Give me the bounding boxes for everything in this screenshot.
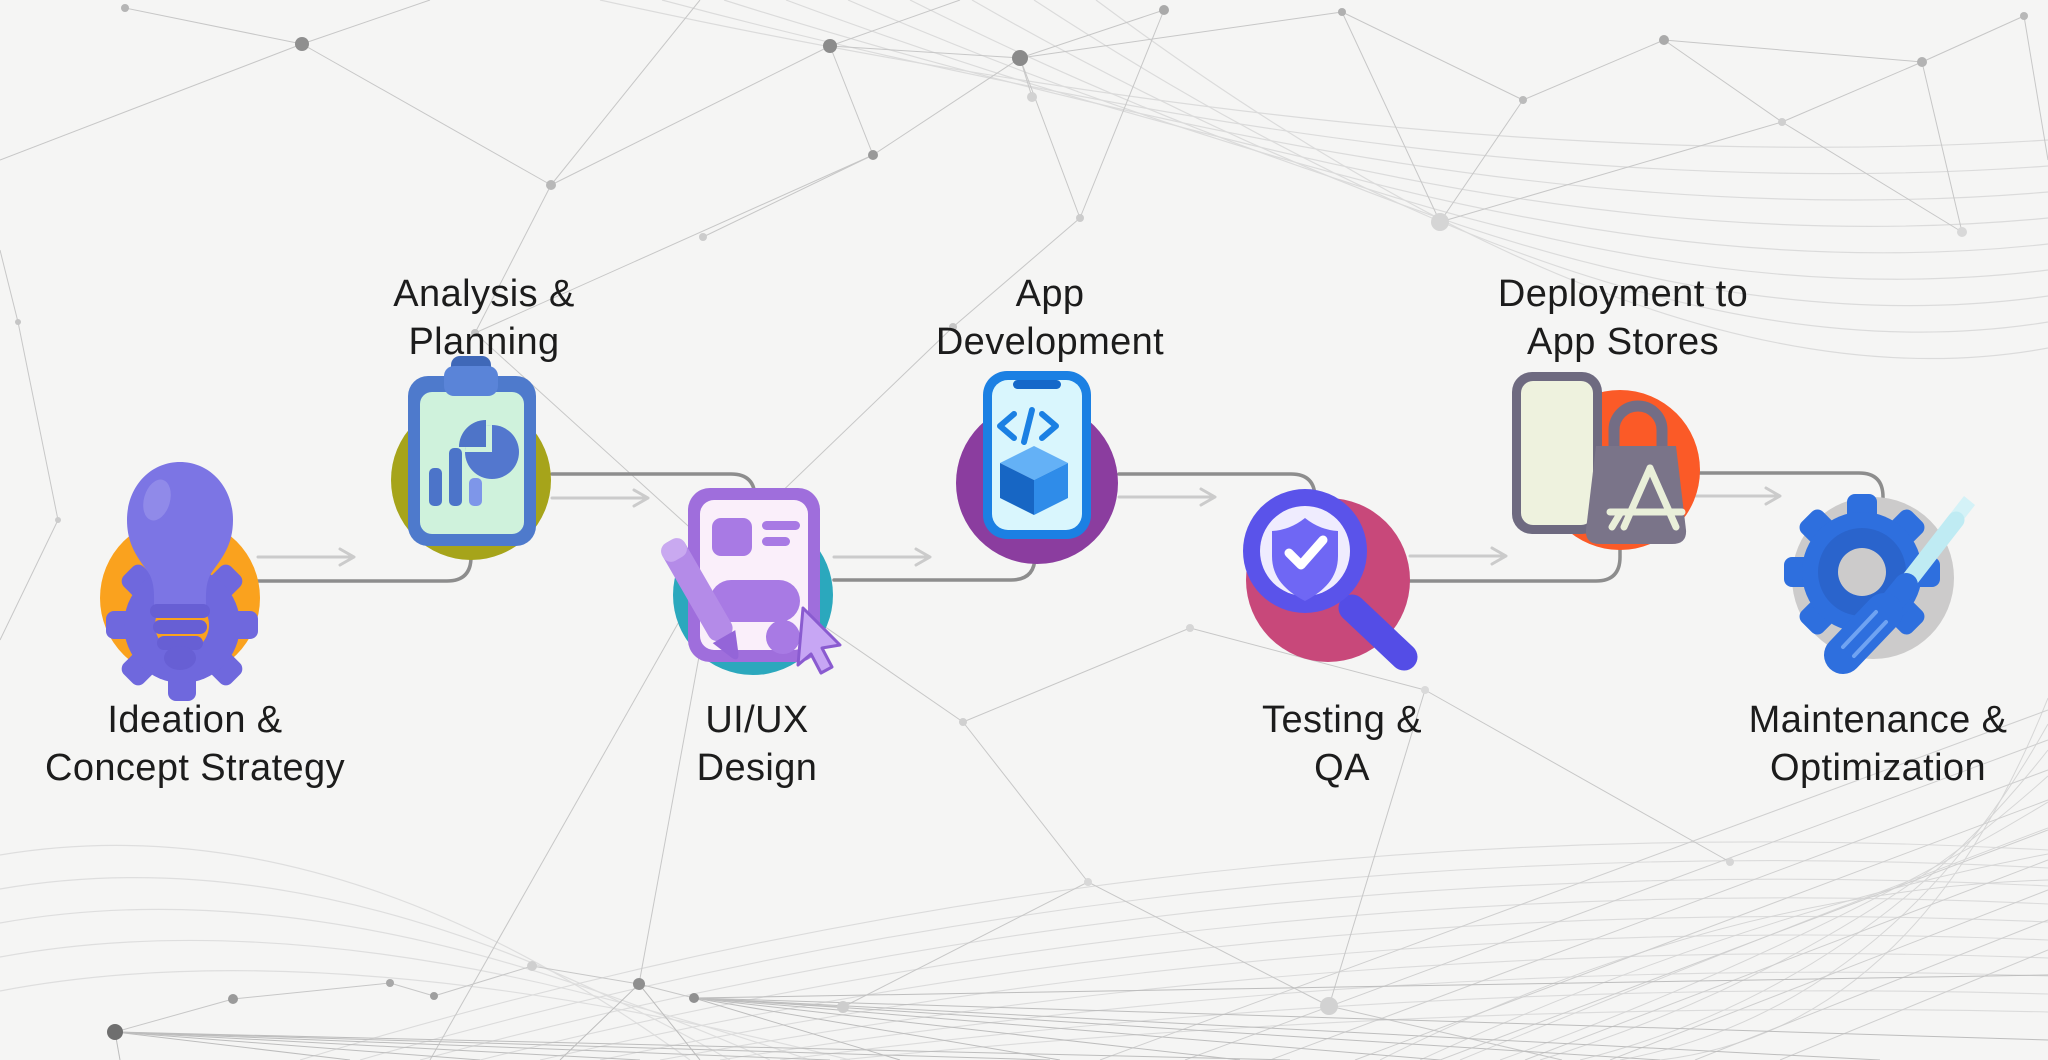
arrowhead-icon bbox=[338, 547, 356, 567]
label-line-1: UI/UX bbox=[705, 699, 809, 741]
label-line-2: QA bbox=[1314, 747, 1370, 789]
stage-label-analysis: Analysis & Planning bbox=[264, 270, 704, 366]
label-line-2: Concept Strategy bbox=[44, 747, 345, 789]
label-line-1: Testing & bbox=[1262, 699, 1422, 741]
lightbulb-gear-icon bbox=[106, 462, 258, 701]
bag-handle bbox=[1608, 400, 1668, 450]
arrowhead-icon bbox=[1764, 486, 1782, 506]
arrowhead-icon bbox=[632, 488, 650, 508]
arrowhead-icon bbox=[1490, 546, 1508, 566]
flow-line bbox=[1408, 536, 1622, 583]
connector-6-7 bbox=[1682, 471, 1885, 526]
label-line-1: Deployment to bbox=[1497, 273, 1749, 315]
label-line-1: Ideation & bbox=[107, 699, 283, 741]
label-line-2: Optimization bbox=[1770, 747, 1986, 789]
pen-icon bbox=[661, 538, 739, 660]
cube-icon bbox=[1000, 446, 1068, 515]
appstore-bag-icon bbox=[1512, 372, 1687, 544]
stage-6-deployment bbox=[1512, 372, 1700, 550]
stage-label-uiux: UI/UX Design bbox=[537, 696, 977, 792]
stage-label-development: App Development bbox=[830, 270, 1270, 366]
stage-label-maintenance: Maintenance & Optimization bbox=[1658, 696, 2048, 792]
wireframe-pen-icon bbox=[661, 488, 842, 675]
flow-line bbox=[1682, 471, 1885, 526]
stage-1-ideation bbox=[100, 462, 260, 701]
stage-4-development bbox=[956, 371, 1118, 564]
stage-2-analysis bbox=[391, 356, 551, 560]
stage-3-uiux bbox=[661, 488, 842, 675]
screwdriver-icon bbox=[1824, 496, 1975, 674]
code-icon bbox=[997, 407, 1059, 445]
label-line-1: App bbox=[1015, 273, 1085, 315]
label-line-1: Maintenance & bbox=[1748, 699, 2008, 741]
label-line-2: Design bbox=[696, 747, 818, 789]
mesh-fans bbox=[114, 974, 2048, 1060]
stage-label-testing: Testing & QA bbox=[1122, 696, 1562, 792]
label-line-2: Planning bbox=[408, 321, 560, 363]
cursor-icon bbox=[796, 606, 842, 675]
clipboard-chart-icon bbox=[408, 356, 536, 546]
stage-7-maintenance bbox=[1784, 494, 1975, 674]
magnifier-shield-icon bbox=[1243, 489, 1418, 671]
arc-family-bottom-left bbox=[0, 844, 851, 1060]
stage-label-ideation: Ideation & Concept Strategy bbox=[0, 696, 415, 792]
stage-label-deployment: Deployment to App Stores bbox=[1403, 270, 1843, 366]
arrowhead-icon bbox=[914, 547, 932, 567]
arrowhead-icon bbox=[1199, 487, 1217, 507]
label-line-2: App Stores bbox=[1527, 321, 1719, 363]
appstore-logo-icon bbox=[1606, 464, 1686, 531]
stage-5-testing bbox=[1243, 489, 1418, 671]
label-line-1: Analysis & bbox=[393, 273, 575, 315]
check-icon bbox=[1284, 535, 1328, 570]
gear-screwdriver-icon bbox=[1784, 494, 1975, 674]
connector-5-6 bbox=[1408, 536, 1622, 583]
phone-code-icon bbox=[983, 371, 1091, 539]
label-line-2: Development bbox=[935, 321, 1165, 363]
